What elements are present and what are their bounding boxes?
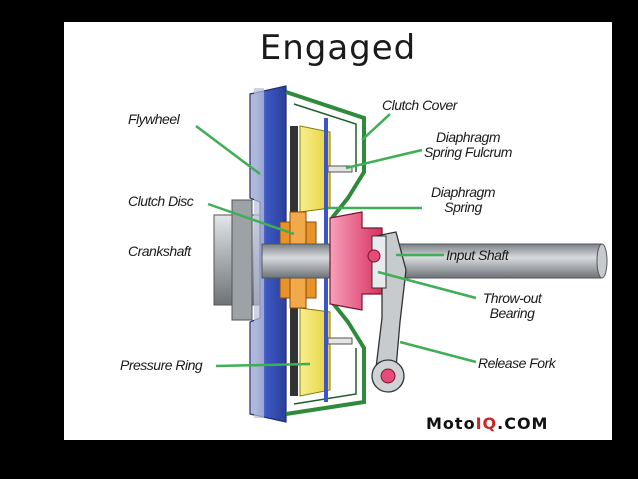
crankshaft-flange [231,199,253,321]
release-fork-ball [367,249,381,263]
fulcrum-pin-bottom [327,337,353,345]
logo-text-moto: Moto [426,414,476,433]
label-spring-line-2: Spring [444,199,482,215]
logo-text-iq: IQ [475,414,498,433]
label-release-fork: Release Fork [478,355,556,371]
clutch-cover [285,90,366,416]
label-throwout-line-1: Throw-out [482,290,542,306]
pressure-ring-bottom [299,307,331,397]
label-fulcrum-line-2: Spring Fulcrum [424,144,512,160]
flywheel-ring-gear [254,88,264,418]
label-diaphragm-spring-fulcrum: Diaphragm Spring Fulcrum [420,130,516,160]
label-spring-line-1: Diaphragm [431,184,495,200]
clutch-disc-friction-bottom [290,308,298,396]
leader-fulcrum [345,148,423,170]
label-fulcrum-line-1: Diaphragm [436,129,500,145]
motoiq-logo: MotoIQ.COM [426,414,548,433]
logo-text-com: .COM [497,414,549,433]
clutch-diagram [195,85,608,423]
label-clutch-disc: Clutch Disc [128,193,194,209]
clutch-cover-inner [293,103,357,405]
label-flywheel: Flywheel [128,111,180,127]
label-crankshaft: Crankshaft [128,243,191,259]
diagram-canvas: Engaged Flywheel Clutch Disc Crankshaft … [64,22,612,440]
leader-throwout [377,270,477,300]
label-diaphragm-spring: Diaphragm Spring [420,185,506,215]
leader-flywheel [195,125,261,175]
fulcrum-pin-top [327,165,353,173]
leader-clutch-disc [207,202,295,236]
label-input-shaft: Input Shaft [446,247,509,263]
leader-release-fork [399,340,477,364]
label-throwout-line-2: Bearing [489,305,535,321]
input-shaft [261,243,603,279]
leader-clutch-cover [361,113,391,141]
leader-pressure-ring [215,362,311,368]
leader-lines [195,113,477,368]
input-shaft-end [596,243,608,279]
label-throwout-bearing: Throw-out Bearing [474,291,550,321]
label-clutch-cover: Clutch Cover [382,97,457,113]
clutch-disc-friction-top [290,126,298,212]
release-fork-pivot [380,368,396,384]
diagram-title: Engaged [259,28,417,68]
label-pressure-ring: Pressure Ring [120,357,203,373]
